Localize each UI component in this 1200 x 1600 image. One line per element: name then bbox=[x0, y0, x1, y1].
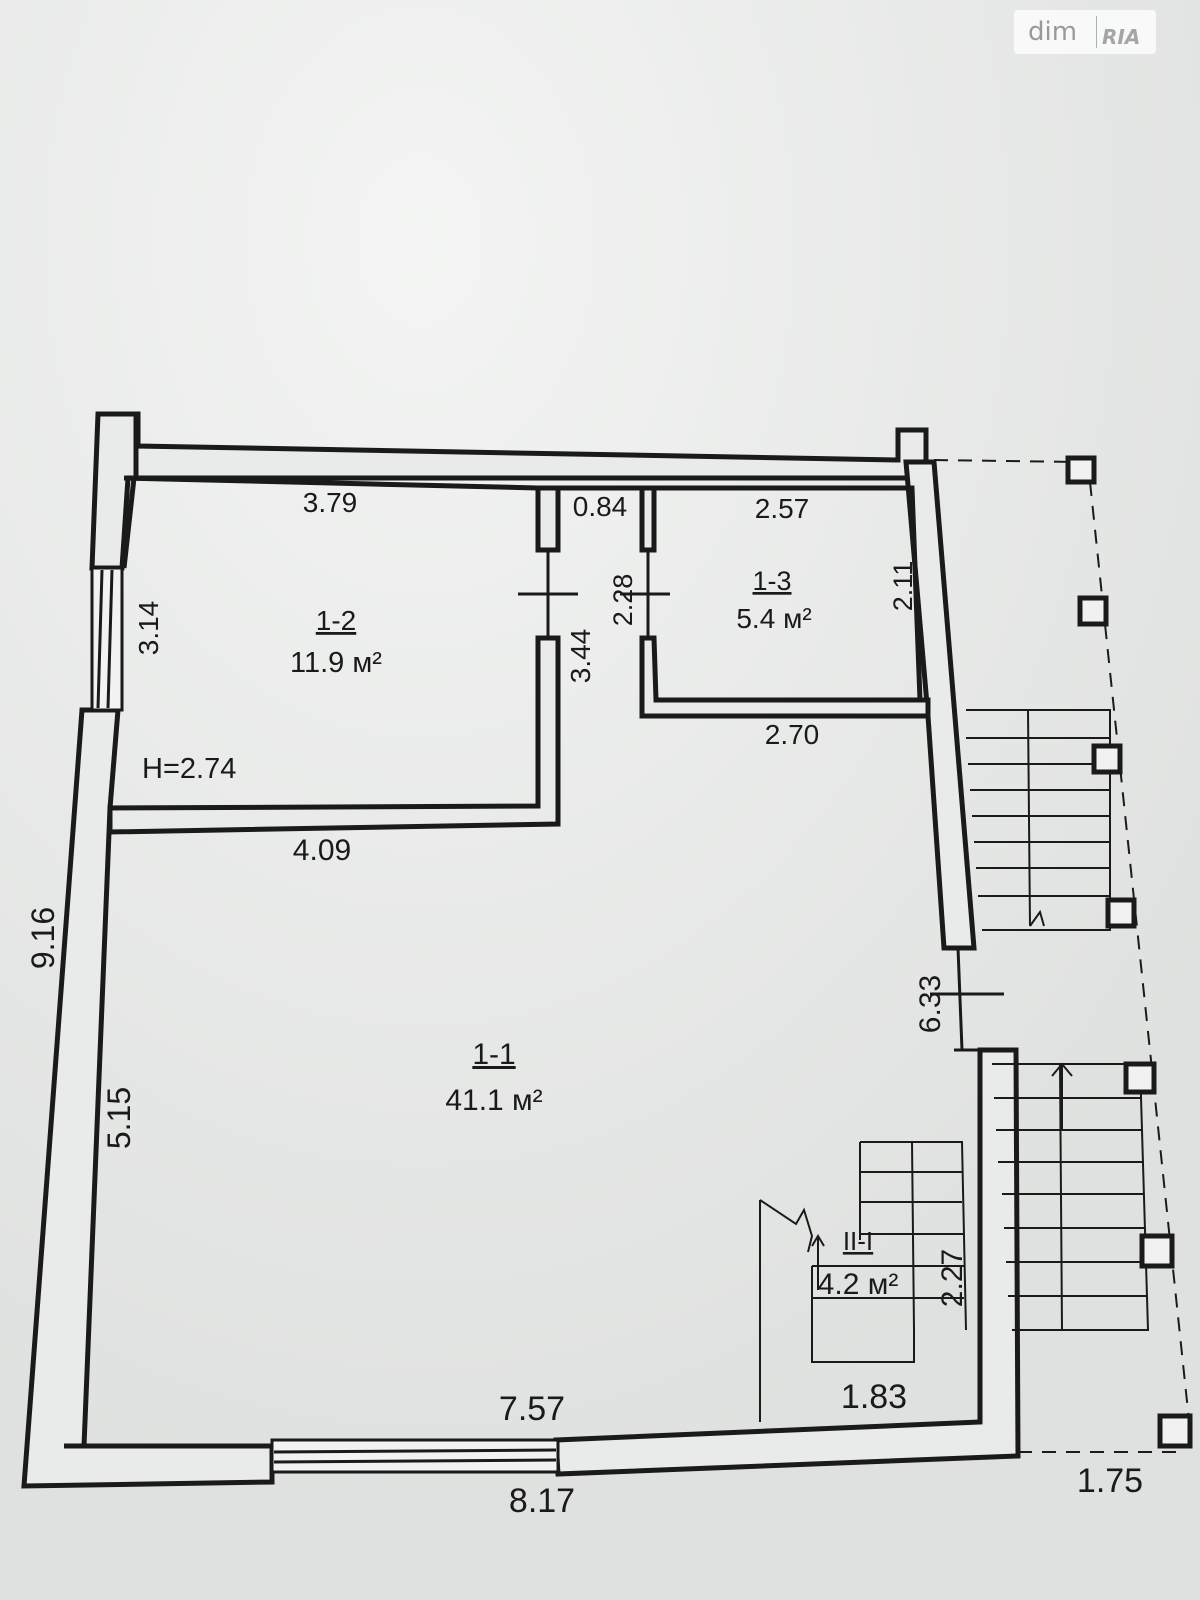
post-7 bbox=[1157, 1413, 1193, 1449]
post-2 bbox=[1077, 595, 1109, 627]
dim-top-corridor: 0.84 bbox=[573, 491, 628, 522]
room-labels: 1-2 11.9 м² 1-3 5.4 м² 1-1 41.1 м² II-I … bbox=[290, 566, 898, 1301]
left-wall-lower bbox=[21, 707, 275, 1489]
dim-stair-right: 2.27 bbox=[936, 1249, 969, 1307]
dim-top-room2: 3.79 bbox=[303, 487, 358, 518]
room-3-id: 1-3 bbox=[752, 566, 791, 596]
watermark-logo: dim RIA bbox=[1014, 10, 1156, 54]
dim-overall-bottom: 8.17 bbox=[509, 1482, 575, 1520]
partition-room2-corridor-lower bbox=[107, 635, 561, 835]
exterior-stair-upper bbox=[966, 709, 1111, 931]
bottom-wall-right bbox=[553, 1047, 1021, 1477]
room-outlines bbox=[121, 475, 923, 701]
door-right bbox=[956, 947, 964, 1051]
dim-room3-right: 2.11 bbox=[888, 561, 918, 612]
windows bbox=[90, 566, 560, 1474]
partition-room2-corridor bbox=[535, 485, 561, 553]
dim-main-left: 5.15 bbox=[101, 1087, 137, 1149]
doors bbox=[518, 550, 1004, 1052]
post-4 bbox=[1105, 897, 1137, 929]
dim-room3-left: 2.28 bbox=[608, 574, 638, 627]
dim-top-room3: 2.57 bbox=[755, 493, 810, 524]
partition-corridor-room3-lower bbox=[639, 635, 931, 719]
dim-room2-left: 3.14 bbox=[133, 601, 164, 656]
interior-stair bbox=[759, 1141, 967, 1422]
dim-corridor-height: 3.44 bbox=[565, 629, 596, 684]
room-3-area: 5.4 м² bbox=[736, 603, 811, 634]
dim-right-wall: 6.33 bbox=[914, 975, 947, 1033]
window-bottom bbox=[270, 1438, 560, 1474]
dim-porch-width: 1.75 bbox=[1077, 1462, 1143, 1500]
partition-corridor-room3 bbox=[639, 485, 657, 553]
dim-overall-left: 9.16 bbox=[25, 907, 61, 969]
dim-room3-bottom: 2.70 bbox=[765, 719, 820, 750]
window-left bbox=[90, 566, 124, 712]
room-1-id: 1-1 bbox=[472, 1038, 515, 1071]
room-2-id: 1-2 bbox=[316, 605, 356, 636]
stair-area: 4.2 м² bbox=[818, 1268, 899, 1301]
watermark-right-text: RIA bbox=[1102, 25, 1140, 49]
horizontal-dimensions: 3.79 0.84 2.57 2.70 4.09 1.83 7.57 8.17 … bbox=[293, 487, 1143, 1520]
room-2-area: 11.9 м² bbox=[290, 647, 382, 679]
watermark-left-text: dim bbox=[1028, 17, 1077, 47]
ceiling-height-label: H=2.74 bbox=[142, 753, 236, 785]
porch-outline bbox=[933, 459, 1191, 1453]
porch-posts bbox=[1065, 455, 1193, 1449]
exterior-stair-lower bbox=[992, 1062, 1150, 1331]
post-3 bbox=[1091, 743, 1123, 775]
room-1-area: 41.1 м² bbox=[445, 1084, 542, 1117]
post-6 bbox=[1139, 1233, 1175, 1269]
dim-main-bottom-inner: 7.57 bbox=[499, 1390, 565, 1428]
stair-id: II-I bbox=[843, 1226, 873, 1256]
post-5 bbox=[1123, 1061, 1157, 1095]
walls bbox=[21, 411, 1021, 1489]
dim-stair-bottom: 1.83 bbox=[841, 1378, 907, 1416]
post-1 bbox=[1065, 455, 1097, 485]
vertical-dimensions: 3.14 3.44 2.28 2.11 9.16 5.15 6.33 2.27 bbox=[25, 561, 969, 1307]
dim-room2-bottom: 4.09 bbox=[293, 834, 351, 867]
